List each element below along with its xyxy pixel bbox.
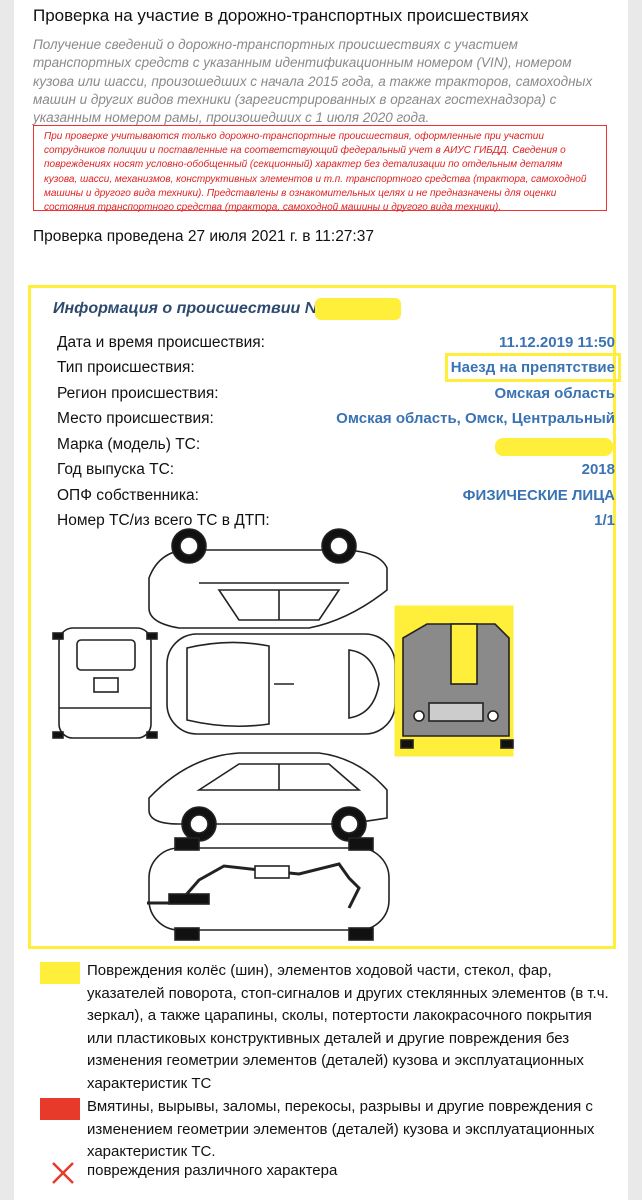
page-title: Проверка на участие в дорожно-транспортн… [33, 6, 529, 25]
report-page: Проверка на участие в дорожно-транспортн… [14, 0, 628, 1200]
row-type: Тип происшествия: Наезд на препятствие [57, 353, 622, 382]
row-label: Год выпуска ТС: [57, 461, 175, 478]
accident-card: Информация о происшествии № Дата и время… [28, 285, 622, 949]
row-region: Регион происшествия: Омская область [57, 385, 615, 407]
row-vehicle-number: Номер ТС/из всего ТС в ДТП: 1/1 [57, 512, 615, 534]
row-label: Регион происшествия: [57, 385, 219, 402]
row-label: ОПФ собственника: [57, 487, 199, 504]
legend-cross-text: повреждения различного характера [87, 1162, 338, 1179]
notice-box: При проверке учитываются только дорожно-… [33, 125, 607, 213]
row-datetime: Дата и время происшествия: 11.12.2019 11… [57, 334, 615, 356]
row-place: Место происшествия: Омская область, Омск… [57, 410, 615, 432]
cross-icon [52, 1162, 74, 1184]
row-value: Омская область [494, 385, 615, 402]
redaction-mark [315, 298, 401, 320]
row-value: 1/1 [594, 512, 615, 529]
legend-swatch-red [40, 1098, 80, 1120]
car-front-view [394, 605, 514, 757]
row-year: Год выпуска ТС: 2018 [57, 461, 615, 483]
row-value: 11.12.2019 11:50 [499, 334, 615, 351]
row-value: 2018 [581, 461, 615, 478]
row-label: Марка (модель) ТС: [57, 436, 201, 453]
row-value: Наезд на препятствие [444, 353, 622, 382]
car-top-view [166, 633, 396, 735]
car-rear-view [52, 627, 158, 739]
row-model: Марка (модель) ТС: [57, 436, 615, 458]
car-side-bottom [148, 752, 388, 825]
row-label: Номер ТС/из всего ТС в ДТП: [57, 512, 270, 529]
row-label: Место происшествия: [57, 410, 214, 427]
check-timestamp: Проверка проведена 27 июля 2021 г. в 11:… [33, 228, 374, 245]
legend-red-text: Вмятины, вырывы, заломы, перекосы, разры… [87, 1098, 595, 1160]
row-label: Тип происшествия: [57, 359, 195, 376]
row-label: Дата и время происшествия: [57, 334, 265, 351]
row-owner: ОПФ собственника: ФИЗИЧЕСКИЕ ЛИЦА [57, 487, 615, 509]
car-damage-scheme [52, 528, 514, 941]
accident-title: Информация о происшествии № [53, 300, 324, 317]
redaction-mark [495, 438, 613, 456]
page-description: Получение сведений о дорожно-транспортны… [33, 37, 593, 126]
legend-yellow-text: Повреждения колёс (шин), элементов ходов… [87, 962, 609, 1092]
legend-swatch-yellow [40, 962, 80, 984]
row-value: ФИЗИЧЕСКИЕ ЛИЦА [462, 487, 615, 504]
row-value: Омская область, Омск, Центральный [336, 410, 615, 427]
car-underbody [147, 847, 390, 931]
